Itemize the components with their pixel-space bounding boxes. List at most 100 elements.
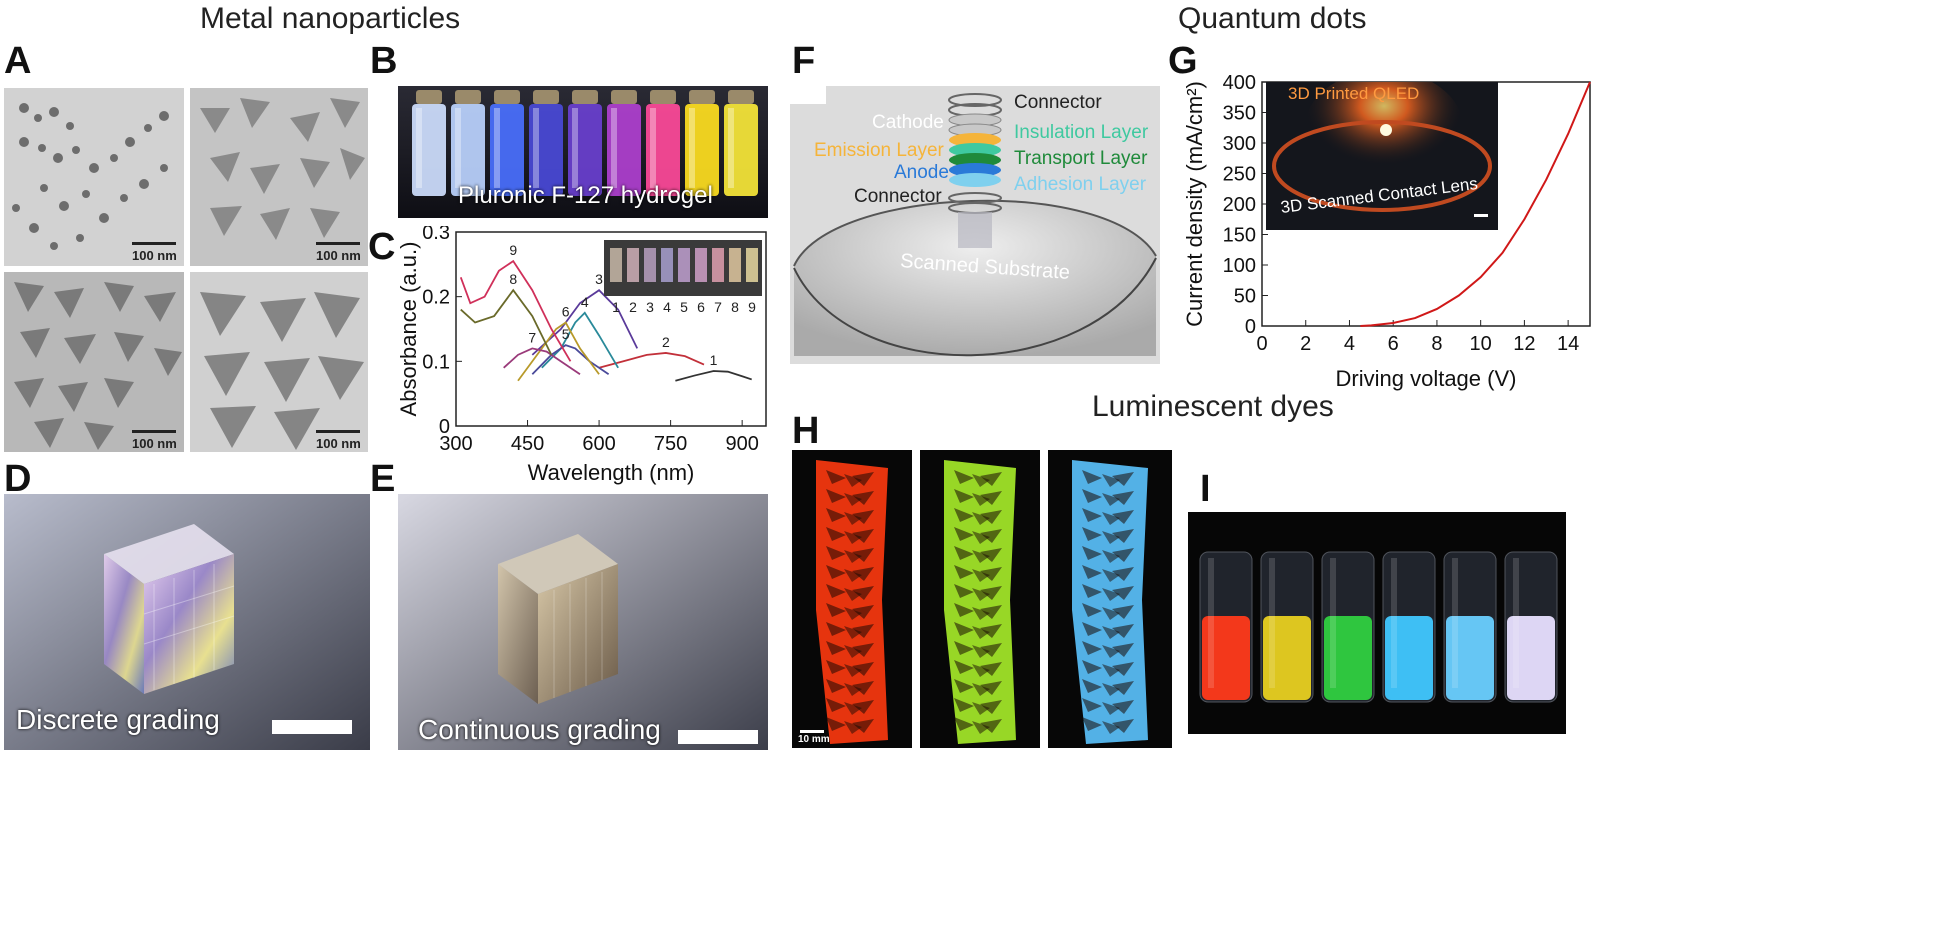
scale-bar <box>316 430 360 433</box>
vial-liquid <box>1324 616 1372 700</box>
section-title-quantum-dots: Quantum dots <box>1178 2 1367 35</box>
tem-image-3: 100 nm <box>4 272 184 452</box>
x-axis-title: Driving voltage (V) <box>1336 366 1517 391</box>
x-tick-label: 2 <box>1300 333 1311 355</box>
lattice-vase-blue-image <box>1048 450 1172 748</box>
scale-bar <box>272 720 352 734</box>
x-tick-label: 4 <box>1344 333 1355 355</box>
discrete-grading-cube-image <box>4 494 370 750</box>
series-number-label: 7 <box>528 329 536 345</box>
scale-bar <box>132 430 176 433</box>
y-tick-label: 0.1 <box>422 351 450 373</box>
vial-liquid <box>1202 616 1250 700</box>
absorbance-series-line <box>459 259 572 362</box>
inset-cuvette-label: 9 <box>748 299 756 315</box>
inset-cuvette-label: 1 <box>612 299 620 315</box>
x-tick-label: 14 <box>1557 333 1579 355</box>
inset-cuvette-label: 7 <box>714 299 722 315</box>
inset-cuvette-label: 8 <box>731 299 739 315</box>
luminescent-dye-vials-image <box>1188 512 1566 734</box>
vial-liquid <box>1446 616 1494 700</box>
tem-triangles-2 <box>190 88 368 266</box>
label-anode: Anode <box>894 162 949 183</box>
y-tick-label: 250 <box>1223 164 1256 186</box>
y-tick-label: 0 <box>439 416 450 438</box>
series-number-label: 5 <box>562 326 570 342</box>
inset-cuvette-label: 4 <box>663 299 671 315</box>
panel-label-h: H <box>792 410 820 452</box>
inset-cuvette <box>644 248 656 282</box>
label-insulation-layer: Insulation Layer <box>1014 122 1149 143</box>
vial-liquid <box>1507 616 1555 700</box>
y-tick-label: 300 <box>1223 133 1256 155</box>
y-tick-label: 200 <box>1223 194 1256 216</box>
plot-frame <box>455 231 767 427</box>
absorbance-series-line <box>503 347 581 376</box>
x-tick-label: 6 <box>1388 333 1399 355</box>
scale-label: 100 nm <box>316 248 361 263</box>
inset-cuvette <box>661 248 673 282</box>
panel-f-qled-schematic: Connector Cathode Insulation Layer Emiss… <box>790 86 1160 364</box>
y-tick-label: 400 <box>1223 72 1256 94</box>
x-tick-label: 12 <box>1513 333 1535 355</box>
lattice-vase-green-image <box>920 450 1040 748</box>
vial-liquid <box>1385 616 1433 700</box>
series-number-label: 2 <box>662 334 670 350</box>
panel-label-c: C <box>368 226 396 268</box>
tem-particles-1 <box>4 88 184 266</box>
inset-cuvette-label: 5 <box>680 299 688 315</box>
panel-label-f: F <box>792 40 816 82</box>
vial-liquid <box>1263 616 1311 700</box>
printed-qled-lens-image <box>1266 82 1498 230</box>
panel-h-vase-blue <box>1048 450 1172 748</box>
label-adhesion-layer: Adhesion Layer <box>1014 174 1147 195</box>
panel-label-g: G <box>1168 40 1198 82</box>
panel-d-cube-photo: Discrete grading <box>4 494 370 750</box>
section-title-metal-nanoparticles: Metal nanoparticles <box>200 2 461 35</box>
panel-label-a: A <box>4 40 32 82</box>
inset-cuvette <box>746 248 758 282</box>
x-tick-label: 8 <box>1431 333 1442 355</box>
label-cathode: Cathode <box>872 112 944 133</box>
series-number-label: 1 <box>710 352 718 368</box>
inset-cuvette-label: 6 <box>697 299 705 315</box>
panel-d-caption: Discrete grading <box>16 704 220 735</box>
y-tick-label: 0.2 <box>422 287 450 309</box>
inset-cuvette-label: 2 <box>629 299 637 315</box>
y-tick-label: 150 <box>1223 225 1256 247</box>
panel-h-vase-green <box>920 450 1040 748</box>
panel-b-vials-photo: Pluronic F-127 hydrogel <box>398 86 768 218</box>
qled-layer-stack-diagram <box>790 86 1160 364</box>
tem-triangles-4 <box>190 272 368 452</box>
label-emission-layer: Emission Layer <box>814 140 944 161</box>
lattice-vase-red-image <box>792 450 912 748</box>
panel-label-i: I <box>1200 468 1211 510</box>
inset-cuvette <box>729 248 741 282</box>
scale-label: 100 nm <box>316 436 361 451</box>
x-tick-label: 750 <box>654 433 687 455</box>
series-number-label: 6 <box>562 304 570 320</box>
label-connector-bottom: Connector <box>854 186 942 207</box>
inset-cuvette <box>610 248 622 282</box>
hydrogel-vials-image <box>398 86 768 218</box>
scale-bar <box>316 242 360 245</box>
label-transport-layer: Transport Layer <box>1014 148 1148 169</box>
x-tick-label: 600 <box>582 433 615 455</box>
absorbance-series-line <box>598 352 705 369</box>
x-tick-label: 300 <box>439 433 472 455</box>
panel-label-b: B <box>370 40 398 82</box>
tem-image-4: 100 nm <box>190 272 368 452</box>
inset-cuvette <box>695 248 707 282</box>
absorbance-series-line <box>531 344 610 376</box>
y-tick-label: 50 <box>1234 286 1256 308</box>
absorbance-series-line <box>541 311 619 369</box>
absorbance-series-line <box>517 321 600 382</box>
tem-image-2: 100 nm <box>190 88 368 266</box>
y-axis-title: Absorbance (a.u.) <box>396 242 421 417</box>
panel-g-inset-photo: 3D Printed QLED 3D Scanned Contact Lens <box>1266 82 1498 230</box>
y-axis-title: Current density (mA/cm²) <box>1182 81 1207 327</box>
tem-image-1: 100 nm <box>4 88 184 266</box>
y-tick-label: 350 <box>1223 103 1256 125</box>
inset-cuvette <box>678 248 690 282</box>
